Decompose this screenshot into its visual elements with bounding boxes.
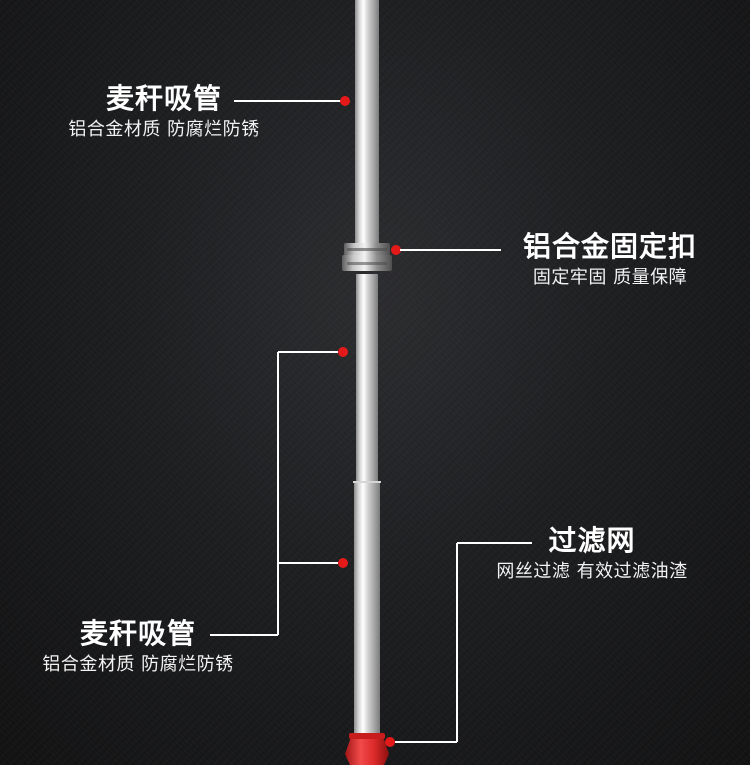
middle-straw-tube: [356, 274, 378, 482]
callout-lower-straw: 麦秆吸管 铝合金材质 防腐烂防锈: [18, 617, 258, 677]
callout-filter-subtitle: 网丝过滤 有效过滤油渣: [496, 561, 688, 582]
callout-clamp-title: 铝合金固定扣: [522, 230, 697, 263]
callout-line-lower-straw: [210, 347, 348, 636]
callout-line-upper-straw: [234, 96, 350, 106]
callout-upper-straw: 麦秆吸管 铝合金材质 防腐烂防锈: [44, 82, 284, 142]
callout-lower-straw-title: 麦秆吸管: [79, 617, 196, 650]
callout-upper-straw-title: 麦秆吸管: [105, 82, 222, 115]
aluminum-clamp: [342, 243, 392, 271]
callout-lower-straw-subtitle: 铝合金材质 防腐烂防锈: [42, 654, 234, 675]
callout-filter-title: 过滤网: [548, 524, 636, 557]
callout-line-filter: [385, 542, 532, 747]
lower-straw-tube: [354, 482, 380, 737]
filter-tip: [345, 733, 389, 765]
callout-clamp-subtitle: 固定牢固 质量保障: [532, 267, 688, 288]
upper-straw-tube: [355, 0, 379, 246]
callout-filter: 过滤网 网丝过滤 有效过滤油渣: [470, 524, 714, 584]
callout-clamp: 铝合金固定扣 固定牢固 质量保障: [510, 230, 710, 290]
callout-upper-straw-subtitle: 铝合金材质 防腐烂防锈: [68, 119, 260, 140]
callout-line-clamp: [391, 245, 501, 255]
